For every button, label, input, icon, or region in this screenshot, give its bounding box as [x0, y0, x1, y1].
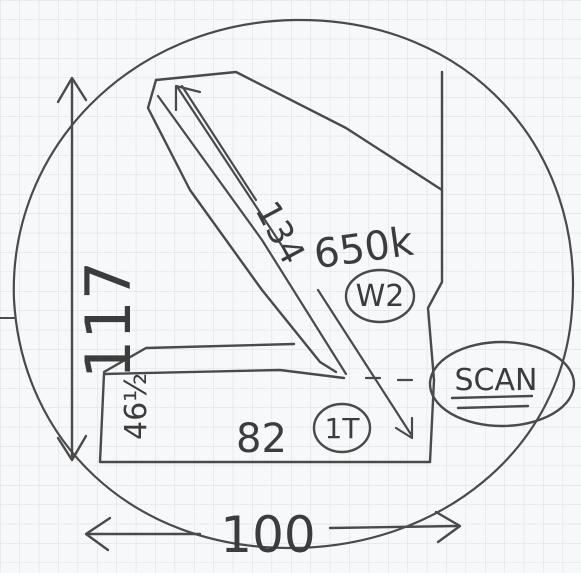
upper-tag-badge: W2: [344, 268, 416, 324]
right-wall: [426, 70, 444, 464]
upper-tag-label: W2: [356, 279, 405, 314]
width-arrow: [84, 510, 462, 552]
upper-piece: [146, 70, 444, 376]
diagonal-arrow: [174, 84, 414, 440]
enclosing-circle: [12, 18, 575, 550]
scan-badge: SCAN: [428, 340, 576, 428]
scan-label: SCAN: [455, 363, 538, 398]
height-arrow: [56, 76, 88, 462]
height-label: 117: [72, 261, 145, 379]
base-tag-badge: 1T: [312, 402, 372, 454]
base-spec-label: 82: [236, 416, 287, 462]
base-fraction-label: 46½: [119, 373, 154, 440]
width-label: 100: [220, 506, 315, 564]
base-tag-label: 1T: [325, 412, 361, 445]
base-block: [98, 342, 432, 464]
